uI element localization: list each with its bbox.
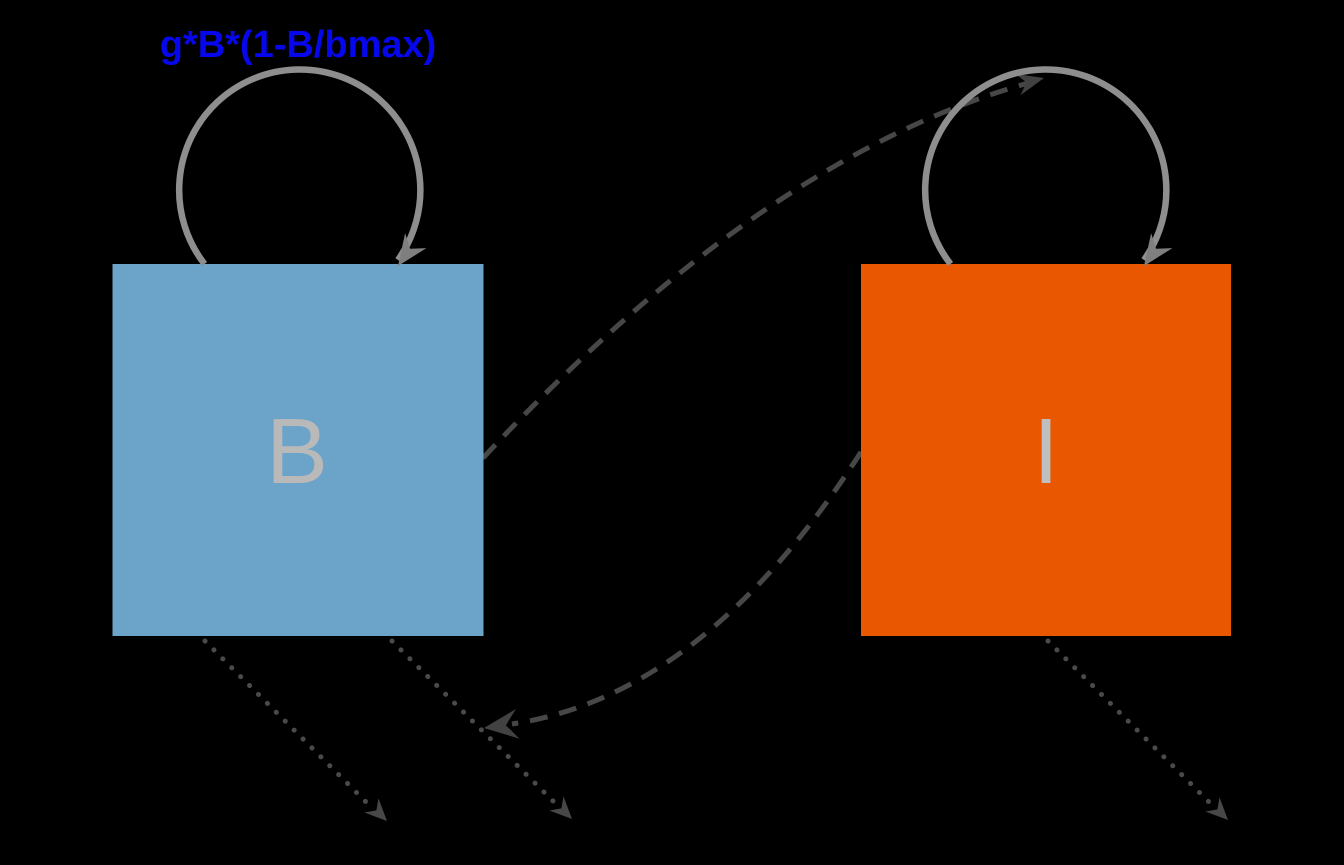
self-loop-b-arrowhead xyxy=(398,233,427,266)
stock-i-box xyxy=(861,264,1231,636)
outflow-i-arrowhead xyxy=(1205,797,1228,820)
outflow-b-left-arrowhead xyxy=(364,798,387,821)
stock-b-box xyxy=(112,264,484,636)
edge-b-to-i-arrowhead xyxy=(1015,73,1044,96)
self-loop-i-arrowhead xyxy=(1144,233,1173,266)
outflow-b-right-arrowhead xyxy=(549,796,572,819)
outflow-i-dotted xyxy=(1045,638,1217,810)
outflow-b-right-dotted xyxy=(389,638,561,809)
edge-b-to-i-dashed xyxy=(481,79,1033,460)
self-loop-i-arc xyxy=(921,66,1170,266)
outflow-b-left-dotted xyxy=(202,638,375,811)
stock-b-label: B xyxy=(266,399,328,503)
edge-i-to-b-outflow-arrowhead xyxy=(484,708,520,739)
stock-i-label: I xyxy=(1033,399,1059,503)
edge-i-to-b-outflow-dashed xyxy=(511,450,864,727)
self-loop-b-arc xyxy=(175,66,424,266)
growth-formula-label: g*B*(1-B/bmax) xyxy=(160,24,437,66)
